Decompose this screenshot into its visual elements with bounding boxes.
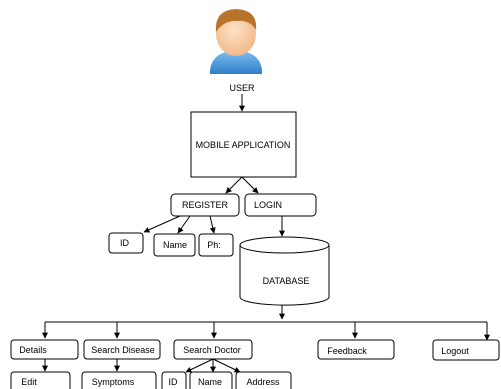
search-doctor-to-id-arrow	[185, 358, 214, 373]
database-cylinder	[239, 236, 330, 306]
mobile-application-label: MOBILE APPLICATION	[196, 140, 291, 150]
search-disease-label: Search Disease	[91, 345, 155, 355]
search-doctor-to-address-arrow	[212, 358, 241, 373]
feedback-label: Feedback	[327, 346, 367, 356]
doctor-id-box	[161, 371, 187, 389]
edit-label: Edit	[21, 377, 37, 387]
register-id-box	[108, 232, 144, 254]
doctor-id-label: ID	[169, 377, 179, 387]
register-name-box	[153, 233, 196, 257]
login-box	[244, 193, 317, 217]
logout-box	[432, 339, 500, 361]
register-id-label: ID	[120, 238, 130, 248]
login-label: LOGIN	[254, 200, 282, 210]
register-box	[170, 193, 240, 217]
database-label: DATABASE	[263, 276, 310, 286]
details-label: Details	[19, 345, 47, 355]
doctor-name-box	[189, 371, 233, 389]
symptoms-label: Symptoms	[92, 377, 135, 387]
user-avatar-icon	[210, 9, 262, 74]
doctor-address-box	[235, 371, 292, 389]
logout-label: Logout	[441, 346, 469, 356]
doctor-address-label: Address	[246, 377, 280, 387]
register-phone-label: Ph:	[207, 240, 221, 250]
app-to-register-arrow	[225, 176, 243, 194]
search-disease-box	[83, 339, 161, 360]
edit-box	[10, 371, 71, 389]
register-to-id-arrow	[143, 215, 181, 233]
register-phone-box	[198, 233, 234, 257]
feedback-box	[317, 339, 395, 360]
register-to-name-arrow	[177, 215, 191, 234]
symptoms-box	[81, 371, 157, 389]
register-to-phone-arrow	[209, 215, 216, 234]
app-to-login-arrow	[241, 176, 259, 194]
register-label: REGISTER	[182, 200, 229, 210]
mobile-application-box	[190, 111, 297, 178]
doctor-name-label: Name	[198, 377, 222, 387]
search-doctor-label: Search Doctor	[183, 345, 241, 355]
register-name-label: Name	[163, 240, 187, 250]
user-label: USER	[229, 83, 255, 93]
